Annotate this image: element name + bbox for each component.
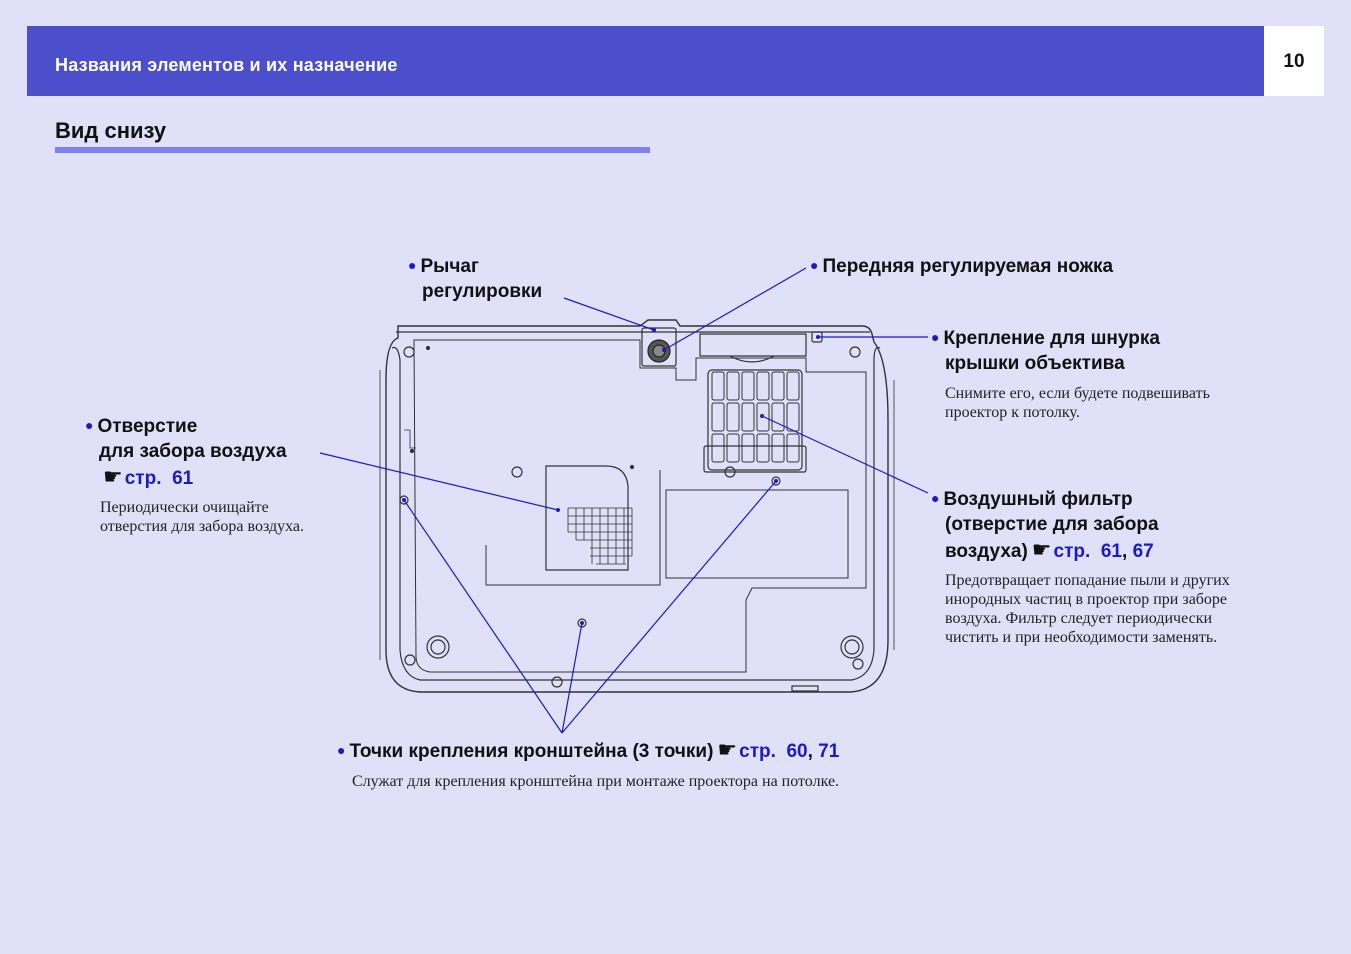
air-filter-description: Предотвращает попадание пыли и других ин…: [945, 572, 1230, 646]
air-intake-description: Периодически очищайте отверстия для забо…: [100, 499, 305, 535]
bullet-icon: ●: [810, 257, 819, 273]
page-link-67[interactable]: 67: [1132, 541, 1154, 562]
mount-points-description: Служат для крепления кронштейна при монт…: [352, 773, 840, 790]
label-lens-cord: ●Крепление для шнурка крышки объектива: [931, 328, 1160, 374]
label-front-foot: ●Передняя регулируемая ножка: [810, 256, 1114, 277]
bullet-icon: ●: [408, 257, 417, 273]
section-divider: [55, 147, 650, 153]
page-number-box: 10: [1264, 26, 1324, 96]
header-title: Названия элементов и их назначение: [55, 55, 398, 75]
label-air-intake: ●Отверстие для забора воздуха ☛стр. 61: [85, 416, 287, 489]
page-link[interactable]: стр.: [1053, 541, 1091, 562]
lens-cord-description: Снимите его, если будете подвешивать про…: [945, 385, 1210, 421]
pointing-hand-icon: ☛: [1031, 537, 1052, 562]
pointing-hand-icon: ☛: [717, 737, 738, 762]
page-number: 10: [1283, 51, 1305, 72]
page-link[interactable]: стр.: [739, 741, 776, 762]
header-bar: Названия элементов и их назначение: [27, 26, 1264, 96]
page-link[interactable]: стр.: [124, 468, 162, 489]
label-air-filter: ●Воздушный фильтр (отверстие для забора …: [931, 489, 1159, 562]
page-link-61[interactable]: 61: [172, 468, 194, 489]
bullet-icon: ●: [931, 490, 940, 506]
section-title: Вид снизу: [55, 118, 167, 143]
bullet-icon: ●: [85, 417, 94, 433]
pointing-hand-icon: ☛: [103, 464, 123, 489]
page-link-71[interactable]: 71: [818, 741, 840, 762]
bullet-icon: ●: [337, 742, 346, 758]
page-link-61[interactable]: 61: [1100, 541, 1122, 562]
page-link-60[interactable]: 60: [786, 741, 808, 762]
label-adjust-lever: ●Рычаг регулировки: [408, 256, 543, 302]
bullet-icon: ●: [931, 329, 940, 345]
label-mount-points: ●Точки крепления кронштейна (3 точки)☛ст…: [337, 737, 840, 762]
